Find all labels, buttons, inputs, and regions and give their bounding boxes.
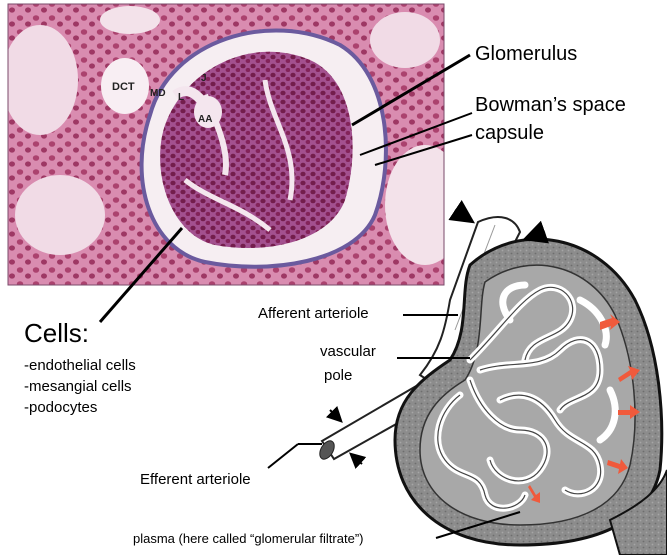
bowmans-space-pointer	[359, 112, 473, 156]
cell-type-endothelial: -endothelial cells	[24, 357, 136, 374]
vascular-label: vascular	[320, 343, 376, 360]
cell-type-mesangial: -mesangial cells	[24, 378, 132, 395]
afferent-arteriole-label: Afferent arteriole	[258, 305, 369, 322]
micrograph-label-aa: AA	[198, 114, 212, 125]
glomerulus-pointer	[351, 53, 471, 127]
efferent-arteriole-pointer	[267, 443, 299, 469]
cells-pointer	[98, 227, 184, 323]
cells-title: Cells:	[24, 318, 90, 348]
capsule-label: capsule	[475, 122, 544, 144]
flow-arrows	[325, 200, 549, 469]
plasma-pointer	[435, 511, 521, 539]
glomerulus-label: Glomerulus	[475, 43, 578, 65]
filtration-arrows	[528, 314, 640, 503]
micrograph-label-j: J	[201, 73, 207, 84]
cells-legend: Cells: -endothelial cells -mesangial cel…	[24, 318, 136, 418]
micrograph-label-dct: DCT	[112, 81, 135, 93]
efferent-arteriole-label: Efferent arteriole	[140, 471, 251, 488]
bowmans-space-label: Bowman’s space	[475, 94, 626, 116]
plasma-label: plasma (here called “glomerular filtrate…	[133, 531, 364, 546]
micrograph-label-md: MD	[150, 88, 166, 99]
micrograph-label-l: L	[178, 92, 184, 103]
cell-type-podocytes: -podocytes	[24, 399, 98, 416]
pole-label: pole	[324, 367, 353, 384]
capsule-pointer	[374, 134, 473, 166]
